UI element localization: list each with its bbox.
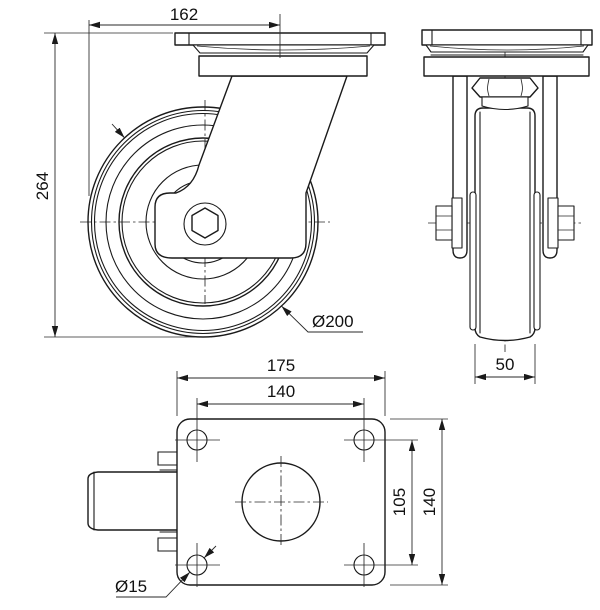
dim-bolt-hole-diameter: Ø15: [115, 545, 217, 598]
dim-50-label: 50: [496, 355, 515, 374]
side-axle-assembly: [435, 197, 575, 249]
plan-wheel: [87, 471, 178, 531]
dim-15-label: Ø15: [115, 577, 147, 596]
front-axle-hex-nut: [191, 207, 219, 239]
plan-fork-tab-top: [157, 451, 178, 466]
dim-overall-height: 264: [33, 32, 212, 338]
dim-200-label: Ø200: [312, 312, 354, 331]
side-kingpin-collar: [481, 96, 529, 111]
side-kingpin-nut-facets: [487, 78, 523, 97]
side-kingpin-nut: [471, 77, 539, 98]
dim-plate-length: 175: [176, 356, 386, 416]
dim-140v-label: 140: [420, 488, 439, 516]
dim-bolt-pitch-vertical: 105: [390, 440, 416, 565]
front-view: 162 264 Ø200: [33, 5, 386, 338]
dim-162-label: 162: [170, 5, 198, 24]
side-wheel: [474, 107, 536, 342]
side-leg-strip-left: [469, 191, 477, 331]
dim-wheel-diameter: Ø200: [111, 123, 363, 333]
side-swivel-housing: [423, 56, 590, 77]
side-view: 50: [421, 29, 593, 384]
dim-175-label: 175: [267, 356, 295, 375]
plan-view: 175 140 105 140 Ø15: [87, 356, 448, 598]
side-mounting-plate: [421, 29, 593, 77]
dim-swivel-offset: 162: [88, 5, 281, 196]
side-leg-strip-right: [533, 191, 541, 331]
front-swivel-housing: [198, 55, 368, 77]
front-mounting-plate: [174, 32, 386, 77]
plan-fork-tab-bottom: [157, 537, 178, 552]
plan-hub-steps: [159, 469, 178, 533]
dim-plate-width: 140: [390, 418, 448, 586]
side-wheel-tread-lines: [479, 111, 531, 334]
dim-bolt-pitch-horizontal: 140: [197, 382, 364, 408]
dim-105-label: 105: [390, 488, 409, 516]
dim-264-label: 264: [33, 172, 52, 200]
dim-140h-label: 140: [267, 382, 295, 401]
dim-wheel-width: 50: [474, 344, 536, 384]
plan-bolt-holes: [175, 398, 418, 587]
